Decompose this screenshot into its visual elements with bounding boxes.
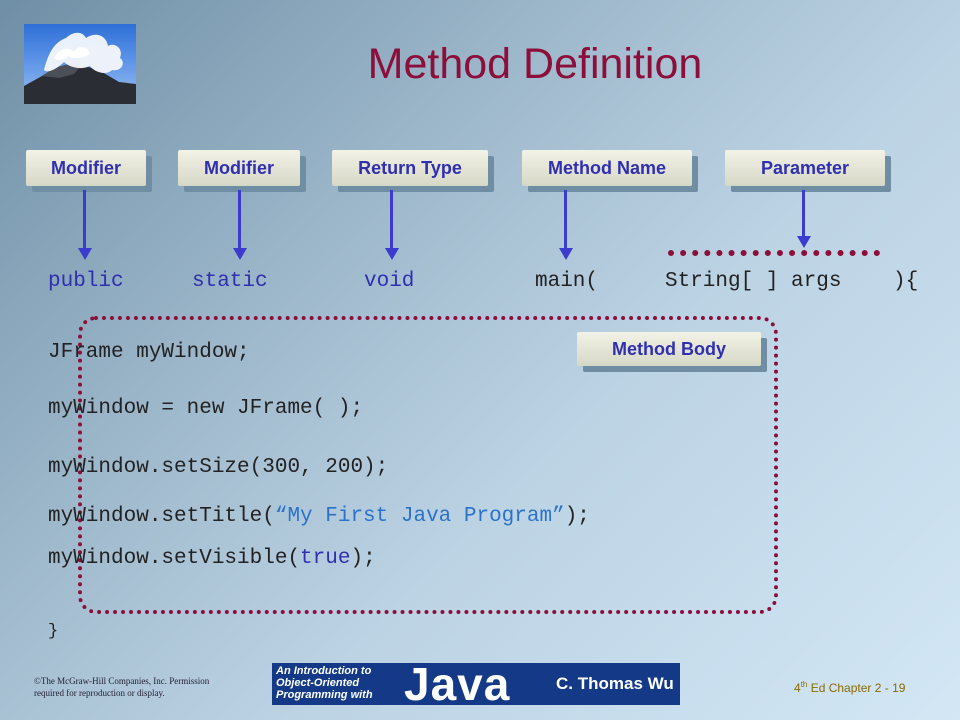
- arrow-modifier-2: [233, 190, 247, 260]
- code-line-4: myWindow.setTitle(“My First Java Program…: [48, 505, 590, 528]
- parameter-list: String[ ] args: [665, 270, 842, 293]
- code-line-4-suffix: );: [564, 505, 590, 528]
- code-line-5-suffix: );: [350, 547, 376, 570]
- book-line-2: Object-Oriented: [276, 677, 360, 689]
- keyword-void: void: [364, 270, 415, 293]
- keyword-public: public: [48, 270, 124, 293]
- keyword-static: static: [192, 270, 268, 293]
- arrow-parameter: [797, 190, 811, 248]
- arrow-return-type: [385, 190, 399, 260]
- book-banner: An Introduction to Object-Oriented Progr…: [272, 663, 680, 705]
- method-body-label: Method Body: [577, 332, 761, 366]
- code-line-5: myWindow.setVisible(true);: [48, 547, 376, 570]
- chapter-prefix: 4: [794, 681, 801, 695]
- code-line-5-prefix: myWindow.setVisible(: [48, 547, 301, 570]
- modifier-label-1: Modifier: [26, 150, 146, 186]
- code-line-1: JFrame myWindow;: [48, 341, 250, 364]
- code-line-4-prefix: myWindow.setTitle(: [48, 505, 275, 528]
- slide-title: Method Definition: [367, 40, 703, 88]
- method-body-box: [78, 316, 778, 614]
- copyright-line-1: ©The McGraw-Hill Companies, Inc. Permiss…: [34, 676, 210, 686]
- method-name-main: main(: [535, 270, 599, 293]
- parameter-dotted-line: [668, 250, 880, 256]
- method-name-label: Method Name: [522, 150, 692, 186]
- code-line-2: myWindow = new JFrame( );: [48, 397, 364, 420]
- copyright-notice: ©The McGraw-Hill Companies, Inc. Permiss…: [34, 675, 254, 699]
- chapter-suffix: Ed Chapter 2 - 19: [807, 681, 906, 695]
- close-brace: }: [48, 622, 59, 641]
- arrow-method-name: [559, 190, 573, 260]
- code-line-5-keyword: true: [300, 547, 351, 570]
- book-line-3: Programming with: [276, 689, 373, 701]
- code-line-3: myWindow.setSize(300, 200);: [48, 456, 389, 479]
- book-author: C. Thomas Wu: [556, 674, 674, 693]
- copyright-line-2: required for reproduction or display.: [34, 688, 165, 698]
- code-line-4-string: “My First Java Program”: [274, 505, 565, 528]
- book-line-1: An Introduction to: [276, 665, 372, 677]
- chapter-reference: 4th Ed Chapter 2 - 19: [794, 680, 905, 695]
- book-java: Java: [404, 663, 511, 705]
- arrow-modifier-1: [78, 190, 92, 260]
- return-type-label: Return Type: [332, 150, 488, 186]
- open-brace: ){: [893, 270, 919, 293]
- chapter-sup: th: [800, 680, 808, 689]
- parameter-label: Parameter: [725, 150, 885, 186]
- modifier-label-2: Modifier: [178, 150, 300, 186]
- wave-rock-image: [24, 24, 136, 104]
